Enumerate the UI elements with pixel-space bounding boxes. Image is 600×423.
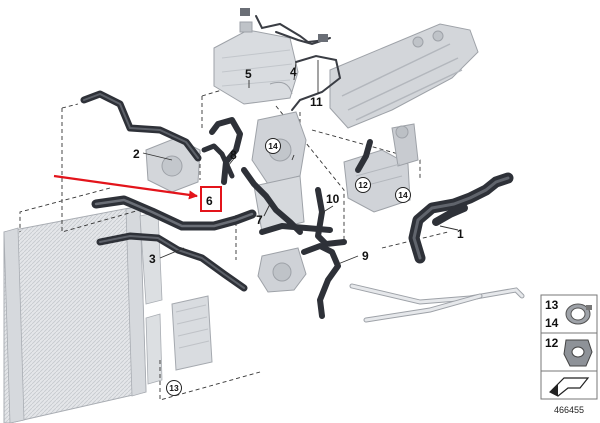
callout-5: 5 bbox=[245, 67, 252, 81]
circled-callout-14-upper: 14 bbox=[265, 138, 281, 154]
callout-11: 11 bbox=[310, 95, 323, 109]
callout-9: 9 bbox=[362, 249, 369, 263]
legend-label-14: 14 bbox=[545, 316, 559, 330]
radiator bbox=[3, 205, 163, 423]
svg-text:14: 14 bbox=[398, 190, 408, 200]
callout-8: 8 bbox=[230, 148, 237, 162]
coolant-pump bbox=[257, 247, 307, 293]
leader-lines bbox=[142, 60, 459, 265]
legend-label-12: 12 bbox=[545, 336, 559, 350]
intake-manifold bbox=[329, 23, 479, 129]
highlight-pointer bbox=[53, 174, 222, 212]
circled-callout-12: 12 bbox=[355, 177, 371, 193]
parts-legend: 13 14 12 bbox=[540, 294, 598, 400]
svg-text:12: 12 bbox=[358, 180, 368, 190]
heater-lines bbox=[349, 283, 525, 323]
direction-arrow-icon bbox=[548, 377, 590, 397]
callout-4: 4 bbox=[290, 65, 297, 79]
callout-1: 1 bbox=[457, 227, 464, 241]
callout-7: 7 bbox=[256, 213, 263, 227]
auxiliary-radiator bbox=[171, 295, 213, 371]
svg-text:14: 14 bbox=[268, 141, 278, 151]
sensor-wiring bbox=[240, 8, 342, 111]
reference-number: 466455 bbox=[554, 405, 584, 415]
callout-labels: 1 2 3 4 5 6 7 8 9 10 11 bbox=[133, 65, 464, 266]
circled-callout-13: 13 bbox=[166, 380, 182, 396]
circled-callouts: 14 12 14 13 bbox=[166, 138, 411, 396]
spring-clamp-icon bbox=[563, 339, 593, 367]
callout-10: 10 bbox=[326, 192, 340, 206]
callout-2: 2 bbox=[133, 147, 140, 161]
callout-6: 6 bbox=[206, 194, 213, 208]
expansion-tank bbox=[213, 21, 299, 105]
svg-text:13: 13 bbox=[169, 383, 179, 393]
hose-clamp-icon bbox=[565, 303, 592, 325]
turbo-housing bbox=[145, 137, 201, 193]
legend-label-13: 13 bbox=[545, 298, 559, 312]
callout-3: 3 bbox=[149, 252, 156, 266]
circled-callout-14-right: 14 bbox=[395, 187, 411, 203]
coolant-hoses bbox=[80, 90, 514, 319]
